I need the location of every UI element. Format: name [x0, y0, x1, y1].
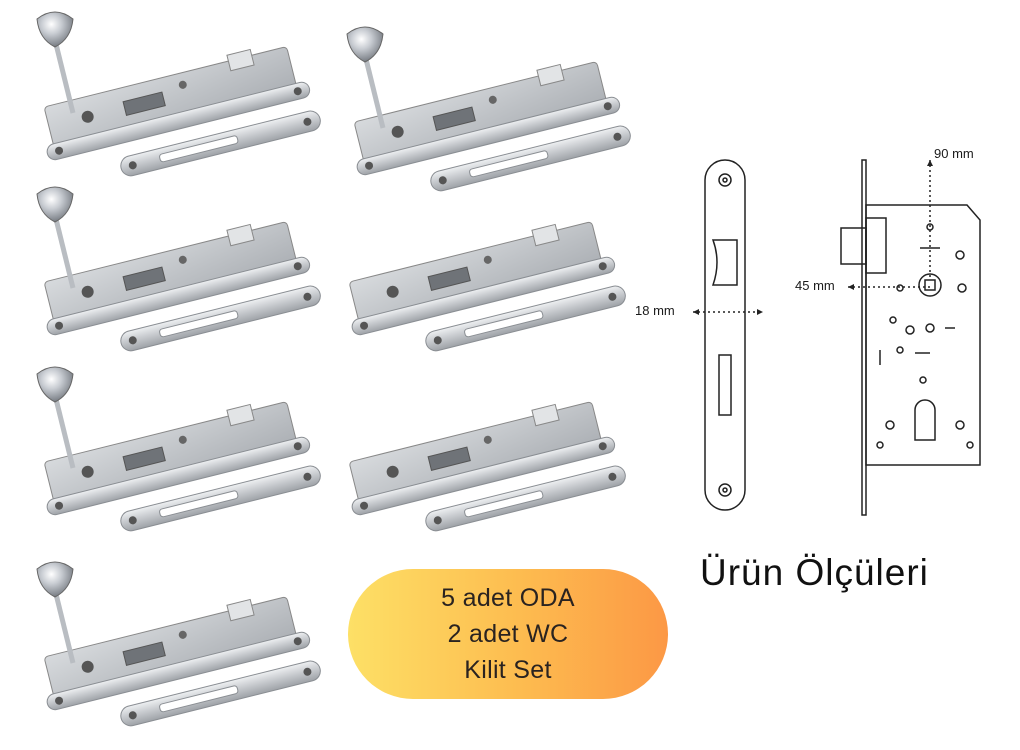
lock-case-drawing	[840, 159, 981, 516]
badge-line-wc: 2 adet WC	[447, 620, 569, 648]
dimension-diagram: 18 mm 90 mm	[625, 140, 1020, 540]
product-dimensions-title: Ürün Ölçüleri	[700, 552, 929, 593]
lock-with-key-image	[335, 20, 631, 192]
wc-lock-image	[330, 180, 626, 352]
lock-with-key-image	[25, 180, 321, 352]
faceplate-drawing	[704, 159, 746, 511]
badge-line-set: Kilit Set	[464, 656, 552, 684]
dim-label-45: 45 mm	[795, 278, 835, 293]
dim-label-90: 90 mm	[934, 146, 974, 161]
set-content-badge: 5 adet ODA 2 adet WC Kilit Set	[348, 569, 668, 699]
lock-with-key-image	[25, 5, 321, 177]
dim-label-18: 18 mm	[635, 303, 675, 318]
lock-with-key-image	[25, 360, 321, 532]
badge-line-oda: 5 adet ODA	[441, 584, 575, 612]
lock-with-key-image	[25, 555, 321, 727]
wc-lock-image	[330, 360, 626, 532]
